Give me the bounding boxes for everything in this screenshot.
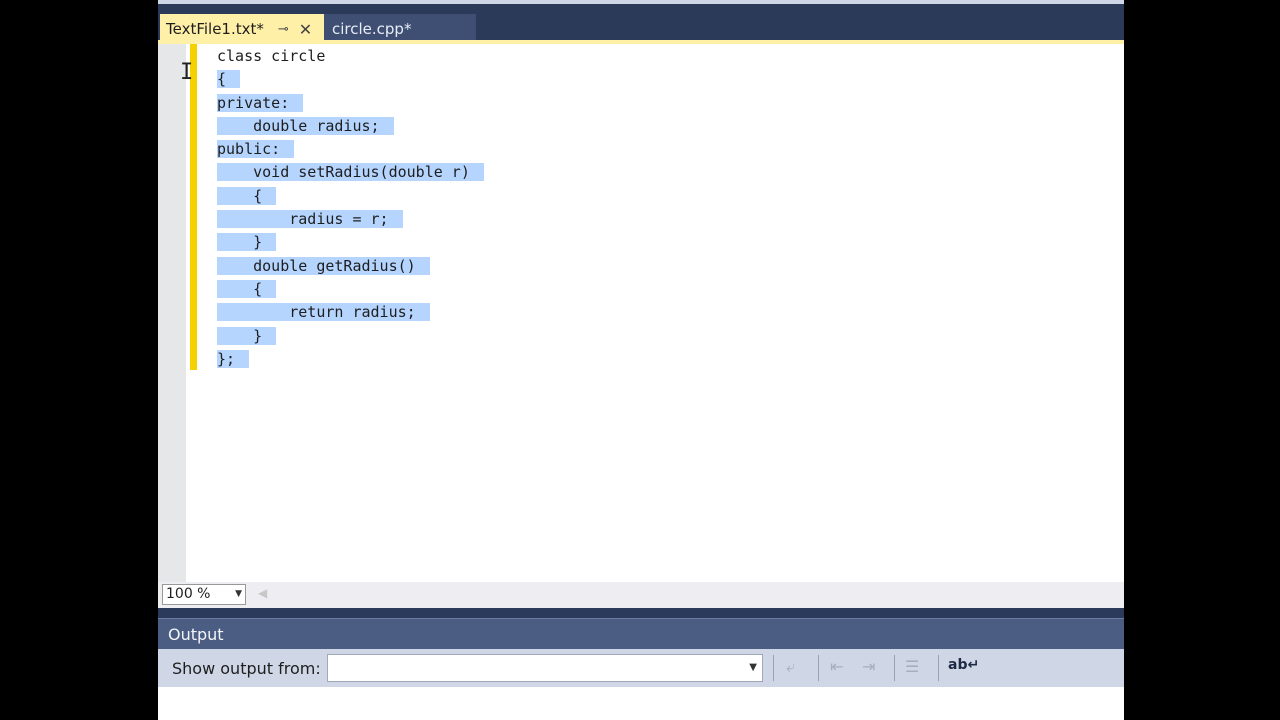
code-line[interactable]: return radius; (217, 301, 484, 324)
show-output-from-select[interactable]: ▼ (327, 654, 763, 682)
code-line-text: { (217, 279, 277, 298)
toggle-word-wrap-icon[interactable]: ab↵ (948, 657, 980, 673)
zoom-level-value: 100 % (166, 586, 211, 602)
code-line-text: } (217, 326, 277, 345)
tab-label: circle.cpp* (332, 20, 412, 38)
code-line[interactable]: { (217, 278, 484, 301)
editor-margin (158, 44, 186, 582)
code-line[interactable]: { (217, 68, 484, 91)
tab-textfile1[interactable]: TextFile1.txt* ⊸ ✕ (160, 14, 324, 44)
ibeam-cursor-icon: I (180, 60, 194, 85)
code-line-text: } (217, 233, 277, 252)
top-strip (158, 0, 1124, 4)
editor-bottom-bar: 100 % ▼ ◀ (158, 582, 1124, 608)
go-to-location-icon[interactable]: ⤶ (786, 657, 795, 676)
chevron-down-icon: ▼ (235, 589, 242, 599)
code-lines[interactable]: class circle { private: double radius; publ… (217, 45, 484, 371)
scroll-left-icon[interactable]: ◀ (258, 586, 268, 600)
tab-label: TextFile1.txt* (166, 20, 264, 38)
output-panel-header: Output (158, 618, 1124, 649)
code-line-text: { (217, 186, 277, 205)
code-line[interactable]: double radius; (217, 115, 484, 138)
document-tab-bar: TextFile1.txt* ⊸ ✕ circle.cpp* (158, 4, 1124, 44)
code-line[interactable]: class circle (217, 45, 484, 68)
code-line[interactable]: radius = r; (217, 208, 484, 231)
code-line-text: double radius; (217, 116, 394, 135)
toolbar-separator (938, 655, 939, 681)
output-title: Output (168, 625, 224, 644)
toolbar-separator (894, 655, 895, 681)
toolbar-separator (818, 655, 819, 681)
code-line[interactable]: { (217, 185, 484, 208)
active-tab-underline (158, 40, 1124, 44)
visual-studio-window: TextFile1.txt* ⊸ ✕ circle.cpp* I class c… (158, 0, 1124, 720)
previous-message-icon[interactable]: ⇤ (830, 657, 844, 676)
code-line[interactable]: } (217, 325, 484, 348)
code-editor[interactable]: I class circle { private: double radius; pu… (158, 44, 1124, 582)
code-line[interactable]: public: (217, 138, 484, 161)
code-line-text: class circle (217, 47, 326, 65)
output-toolbar: Show output from: ▼ ⤶ ⇤ ⇥ ☰ ab↵ (158, 649, 1124, 687)
code-line[interactable]: private: (217, 92, 484, 115)
chevron-down-icon: ▼ (749, 662, 757, 673)
close-icon[interactable]: ✕ (298, 19, 313, 39)
tab-circle-cpp[interactable]: circle.cpp* (324, 14, 476, 44)
code-line-text: }; (217, 349, 250, 368)
code-line-text: private: (217, 93, 304, 112)
pin-icon[interactable]: ⊸ (277, 21, 289, 37)
code-line[interactable]: } (217, 231, 484, 254)
code-line[interactable]: void setRadius(double r) (217, 161, 484, 184)
change-tracking-bar (190, 44, 197, 370)
toolbar-separator (773, 655, 774, 681)
code-line[interactable]: }; (217, 348, 484, 371)
clear-all-icon[interactable]: ☰ (905, 657, 920, 676)
show-output-from-label: Show output from: (172, 659, 321, 678)
next-message-icon[interactable]: ⇥ (862, 657, 876, 676)
code-line-text: radius = r; (217, 210, 403, 229)
code-line-text: double getRadius() (217, 256, 430, 275)
output-text-area[interactable] (158, 687, 1124, 720)
code-line-text: public: (217, 140, 295, 159)
code-line-text: void setRadius(double r) (217, 163, 484, 182)
code-line-text: { (217, 70, 241, 89)
code-line[interactable]: double getRadius() (217, 255, 484, 278)
code-line-text: return radius; (217, 303, 430, 322)
zoom-level-dropdown[interactable]: 100 % ▼ (162, 584, 246, 605)
